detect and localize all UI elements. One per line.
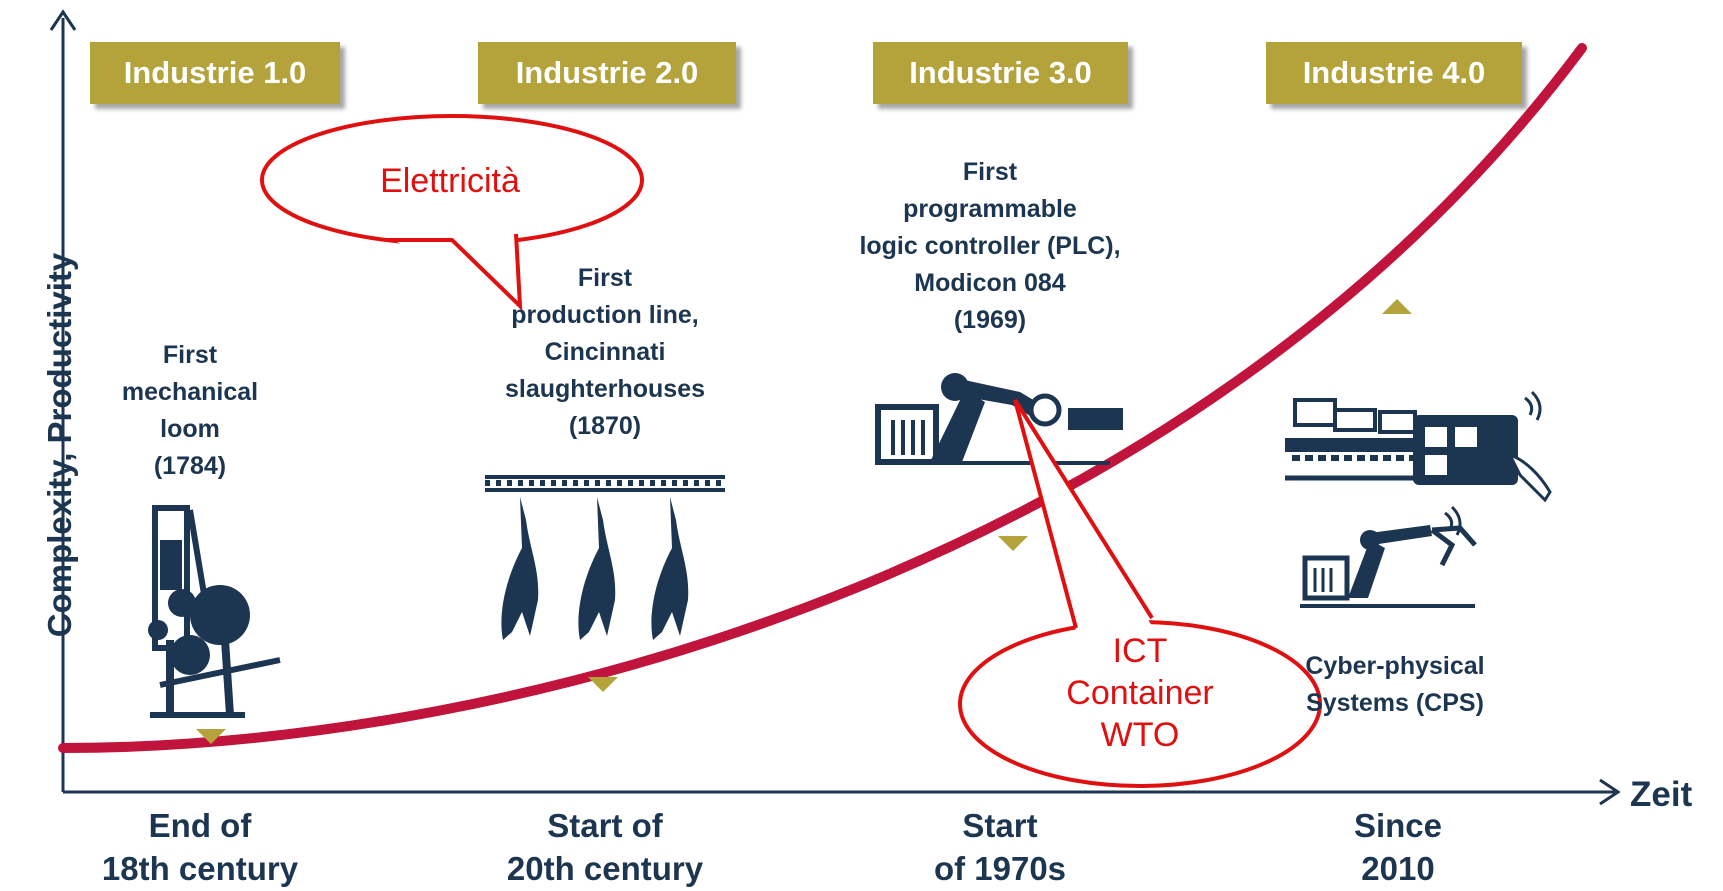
- era-label-industrie-1: Industrie 1.0: [90, 42, 340, 104]
- marker-triangle-4: [1382, 299, 1412, 314]
- period-label-4: Since 2010: [1353, 807, 1443, 887]
- x-axis: [63, 778, 1621, 806]
- caption-industrie-1: First mechanical loom (1784): [121, 341, 259, 480]
- mechanical-loom-icon: [148, 505, 281, 718]
- growth-curve: [58, 43, 1587, 753]
- callout-ict-text: ICT Container WTO: [1066, 632, 1214, 754]
- slaughterhouse-line-icon: [485, 475, 725, 640]
- callout-ict: [958, 398, 1322, 788]
- x-axis-title: Zeit: [1630, 775, 1693, 814]
- callout-elettricita: [260, 114, 644, 312]
- marker-triangle-2: [588, 677, 618, 692]
- era-label-industrie-2: Industrie 2.0: [478, 42, 736, 104]
- callout-elettricita-text: Elettricità: [380, 162, 520, 200]
- era-label-industrie-3: Industrie 3.0: [873, 42, 1128, 104]
- caption-industrie-2: First production line, Cincinnati slaugh…: [504, 264, 706, 440]
- plc-robot-arm-icon: [875, 373, 1123, 465]
- caption-industrie-4: Cyber-physical Systems (CPS): [1305, 652, 1485, 717]
- marker-triangle-1: [196, 729, 226, 744]
- cyber-physical-systems-icon: [1285, 390, 1552, 608]
- marker-triangle-3: [998, 536, 1028, 551]
- period-label-1: End of 18th century: [101, 807, 299, 887]
- y-axis: [49, 9, 77, 792]
- period-label-2: Start of 20th century: [506, 807, 704, 887]
- period-label-3: Start of 1970s: [933, 807, 1067, 887]
- era-label-industrie-4: Industrie 4.0: [1266, 42, 1522, 104]
- caption-industrie-3: First programmable logic controller (PLC…: [859, 158, 1121, 334]
